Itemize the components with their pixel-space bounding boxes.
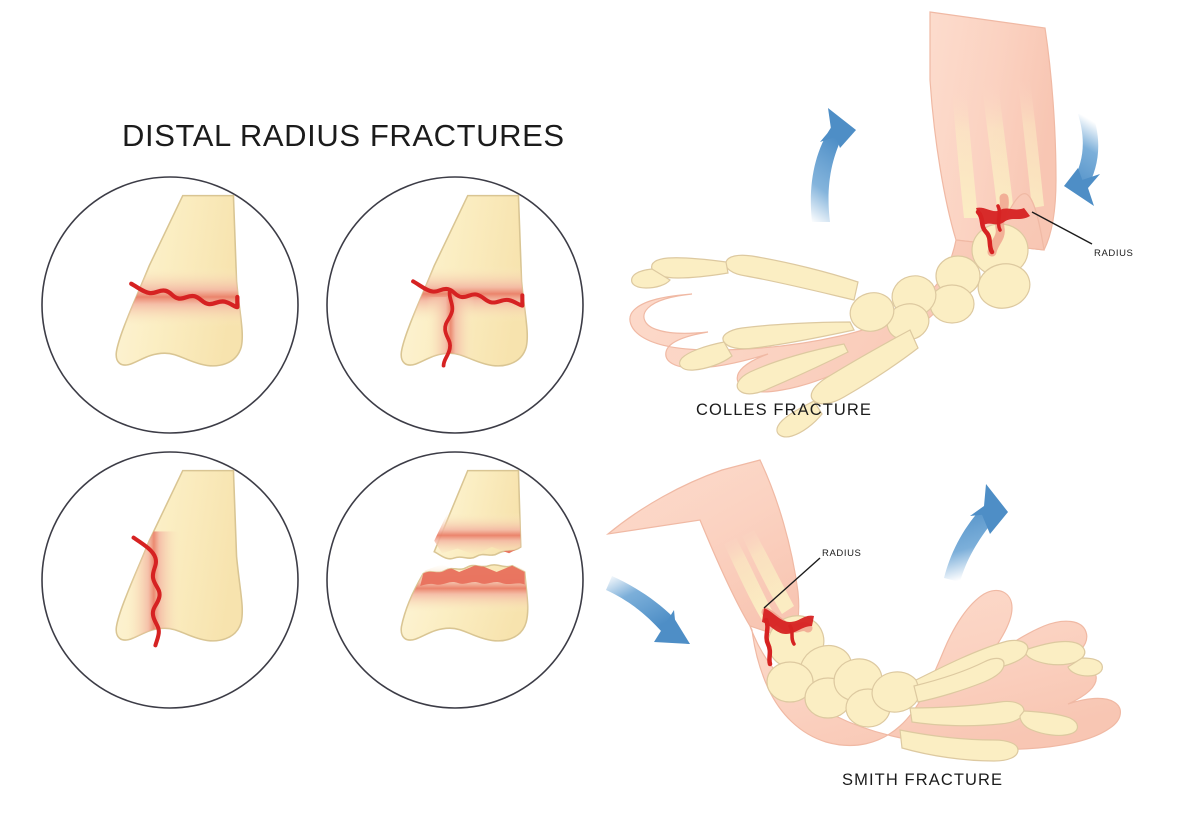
downward-arrow-icon	[606, 576, 690, 644]
fracture-line-horizontal	[411, 279, 525, 308]
radius-leader-line	[1031, 211, 1093, 245]
downward-arrow-icon	[1064, 112, 1100, 206]
ulna-shaft	[952, 86, 978, 218]
fracture-line	[129, 281, 240, 310]
carpal-bones	[849, 223, 1031, 341]
hand-bones	[899, 639, 1103, 762]
page-title: DISTAL RADIUS FRACTURES	[122, 118, 565, 153]
upward-arrow-icon	[944, 484, 1008, 582]
fracture-circle-oblique	[41, 451, 299, 709]
hand-bones	[631, 254, 919, 438]
fracture-circle-transverse	[41, 176, 299, 434]
fracture-circle-intraarticular	[326, 176, 584, 434]
radius-shaft	[982, 82, 1014, 216]
fracture-type-circles-panel	[41, 176, 584, 709]
colles-fracture-illustration: RADIUS	[629, 11, 1134, 438]
ulna-shaft	[724, 538, 774, 620]
upward-arrow-icon	[810, 108, 856, 222]
forearm-bone-accent	[1018, 80, 1044, 208]
fracture-line	[131, 535, 162, 648]
radius-label: RADIUS	[1094, 248, 1134, 259]
carpal-bones	[766, 615, 921, 728]
radius-fracture-site	[975, 193, 1030, 257]
fracture-blush-proximal	[434, 512, 521, 555]
colles-fracture-caption: COLLES FRACTURE	[696, 401, 873, 419]
smith-fracture-caption: SMITH FRACTURE	[842, 771, 1004, 789]
smith-fracture-illustration: RADIUS	[605, 459, 1121, 762]
radius-leader-line	[763, 557, 821, 609]
fracture-line	[762, 608, 814, 634]
radius-fracture-site	[761, 607, 814, 667]
fracture-line	[976, 207, 1030, 226]
fracture-circle-displaced	[326, 451, 584, 709]
radius-label: RADIUS	[822, 548, 862, 559]
fracture-line-vertical	[441, 288, 455, 368]
